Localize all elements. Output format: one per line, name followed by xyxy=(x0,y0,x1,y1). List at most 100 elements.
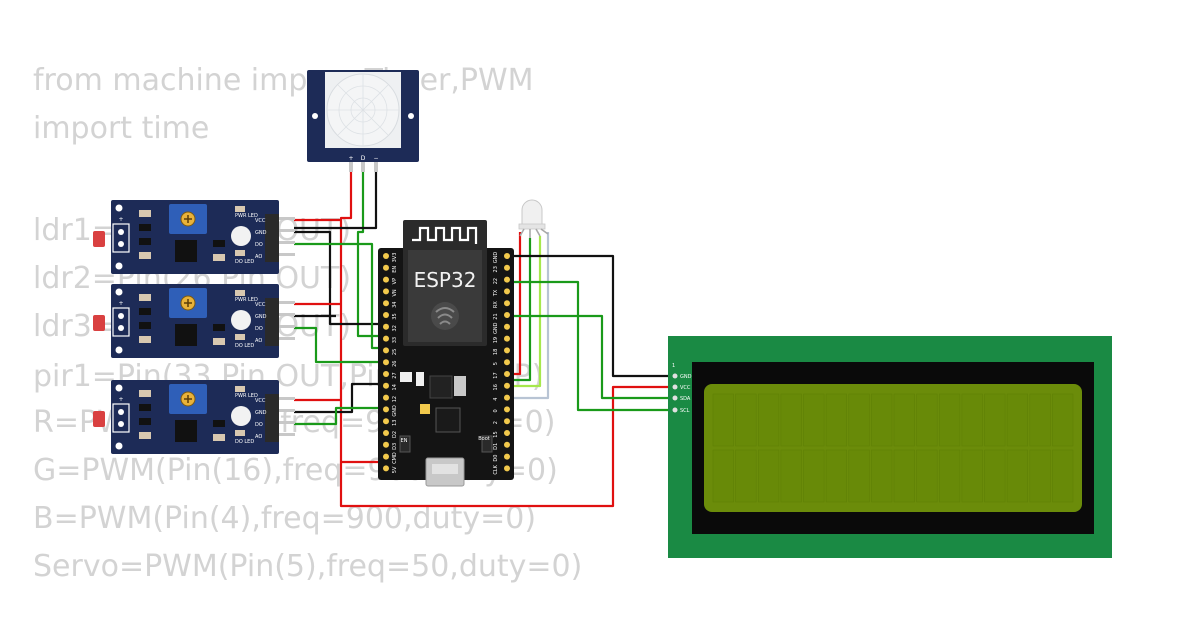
esp32-pin[interactable] xyxy=(504,359,510,366)
esp32-pin-label: CLK xyxy=(493,464,499,474)
esp32-pin[interactable] xyxy=(504,335,510,342)
esp32-pin[interactable] xyxy=(504,453,510,460)
esp32-pin[interactable] xyxy=(504,323,510,330)
esp32-pin[interactable] xyxy=(383,394,389,401)
ldr-pin-label: GND xyxy=(255,230,267,236)
esp32-pin[interactable] xyxy=(504,347,510,354)
lcd-pin[interactable] xyxy=(672,407,678,413)
esp32-pin[interactable] xyxy=(504,394,510,401)
plus-label: + xyxy=(118,396,123,403)
esp32-pin[interactable] xyxy=(504,276,510,283)
wire-ldr1-gnd[interactable] xyxy=(294,230,386,326)
pir-sensor[interactable]: + D − xyxy=(307,70,419,172)
pwr-led-label: PWR LED xyxy=(235,393,258,399)
esp32-pin[interactable] xyxy=(504,253,510,259)
led-legs xyxy=(519,228,549,238)
esp32-pin[interactable] xyxy=(504,371,510,377)
esp32-pin[interactable] xyxy=(383,430,389,436)
lcd-character-cell xyxy=(757,449,780,503)
esp32-pin[interactable] xyxy=(383,465,389,472)
pwr-led-label: PWR LED xyxy=(235,213,258,219)
led-rim xyxy=(518,223,546,230)
wire-pir-gnd[interactable] xyxy=(294,168,378,230)
esp32-pin-label: 3V3 xyxy=(392,253,398,263)
lcd-character-cell xyxy=(871,449,893,503)
lcd-character-cell xyxy=(1006,449,1028,503)
ldr-module-2[interactable]: + PWR LED DO LED VCC GND DO AO xyxy=(92,283,296,359)
esp32-pin-headers: 3V3ENVPVN343532332526271412GND13D2D3CMD5… xyxy=(383,252,510,475)
esp32-pin[interactable] xyxy=(383,253,389,259)
wire-lcd-scl[interactable] xyxy=(507,314,676,400)
lcd-character-cell xyxy=(735,449,757,503)
esp32-pin[interactable] xyxy=(383,371,389,377)
esp32-pin-label: GND xyxy=(392,405,398,417)
do-led-label: DO LED xyxy=(235,439,254,445)
boot-button[interactable] xyxy=(481,435,493,453)
esp32-pin[interactable] xyxy=(504,312,510,318)
esp32-pin[interactable] xyxy=(504,288,510,295)
wire-pir-vcc[interactable] xyxy=(339,168,386,464)
esp32-pin[interactable] xyxy=(383,347,389,354)
esp32-pin[interactable] xyxy=(504,382,510,389)
lcd-character-grid xyxy=(712,393,1074,503)
pir-dome-facets xyxy=(327,74,399,146)
lcd-character-cell xyxy=(916,449,938,503)
pir-pin[interactable] xyxy=(349,162,353,172)
esp32-pin-label: 16 xyxy=(493,384,499,390)
esp32-pin-label: 26 xyxy=(392,361,398,367)
esp32-pin[interactable] xyxy=(383,335,389,342)
lcd-character-cell xyxy=(871,393,893,447)
pir-mount-hole xyxy=(408,113,414,119)
esp32-pin[interactable] xyxy=(383,406,389,413)
esp32-pin[interactable] xyxy=(504,418,510,425)
esp32-pin[interactable] xyxy=(383,312,389,318)
wire-ldr3-do[interactable] xyxy=(294,406,386,426)
en-button[interactable] xyxy=(399,435,411,453)
esp32-pin-label: EN xyxy=(392,266,398,273)
esp32-board[interactable]: ESP32 EN Boot 3V3ENVPVN34353233252627141… xyxy=(378,220,514,487)
ldr-module-1[interactable]: + PWR LED DO LED VCC GND DO AO xyxy=(92,199,296,275)
esp32-pin[interactable] xyxy=(383,382,389,389)
wire-led-b[interactable] xyxy=(507,232,550,400)
wire-ldr3-gnd[interactable] xyxy=(294,382,386,414)
lcd-character-cell xyxy=(780,449,802,503)
lcd-character-cell xyxy=(938,449,961,503)
espressif-logo-mark xyxy=(435,307,455,325)
esp32-pin[interactable] xyxy=(383,359,389,366)
lcd-pin[interactable] xyxy=(672,384,678,390)
esp32-pin[interactable] xyxy=(383,418,389,425)
wire-led-common[interactable] xyxy=(507,238,532,382)
esp32-pin[interactable] xyxy=(383,441,389,448)
wire-lcd-sda[interactable] xyxy=(507,280,676,412)
esp32-pin[interactable] xyxy=(504,300,510,307)
esp32-pin[interactable] xyxy=(504,264,510,271)
ldr-module-3[interactable]: + PWR LED DO LED VCC GND DO AO xyxy=(92,379,296,455)
esp32-pin-label: D0 xyxy=(493,455,499,462)
lcd-pin[interactable] xyxy=(672,395,678,401)
esp32-pin[interactable] xyxy=(383,300,389,307)
lcd-pin[interactable] xyxy=(672,373,678,379)
esp32-pin[interactable] xyxy=(504,465,510,472)
lcd-character-cell xyxy=(712,393,734,447)
esp32-pin[interactable] xyxy=(504,406,510,413)
esp32-pin[interactable] xyxy=(383,264,389,271)
lcd-character-cell xyxy=(893,449,915,503)
wire-ldr2-do[interactable] xyxy=(294,326,386,364)
wire-led-g[interactable] xyxy=(507,236,542,388)
ldr-pin-label: AO xyxy=(255,338,262,344)
wire-pir-data[interactable] xyxy=(356,168,386,338)
wire-lcd-vcc[interactable] xyxy=(339,385,676,508)
pir-pin[interactable] xyxy=(361,162,365,172)
esp32-pin[interactable] xyxy=(383,323,389,330)
lcd-display[interactable]: 1 GND VCC SDA SCL xyxy=(668,336,1112,558)
component xyxy=(400,372,412,382)
esp32-pin[interactable] xyxy=(504,441,510,448)
esp32-pin[interactable] xyxy=(383,453,389,460)
esp32-pin-label: 4 xyxy=(493,398,499,401)
esp32-pin[interactable] xyxy=(383,276,389,283)
rgb-led[interactable] xyxy=(518,199,549,238)
esp32-pin[interactable] xyxy=(504,430,510,436)
wire-lcd-gnd[interactable] xyxy=(507,254,676,378)
esp32-pin[interactable] xyxy=(383,288,389,295)
pir-pin[interactable] xyxy=(374,162,378,172)
